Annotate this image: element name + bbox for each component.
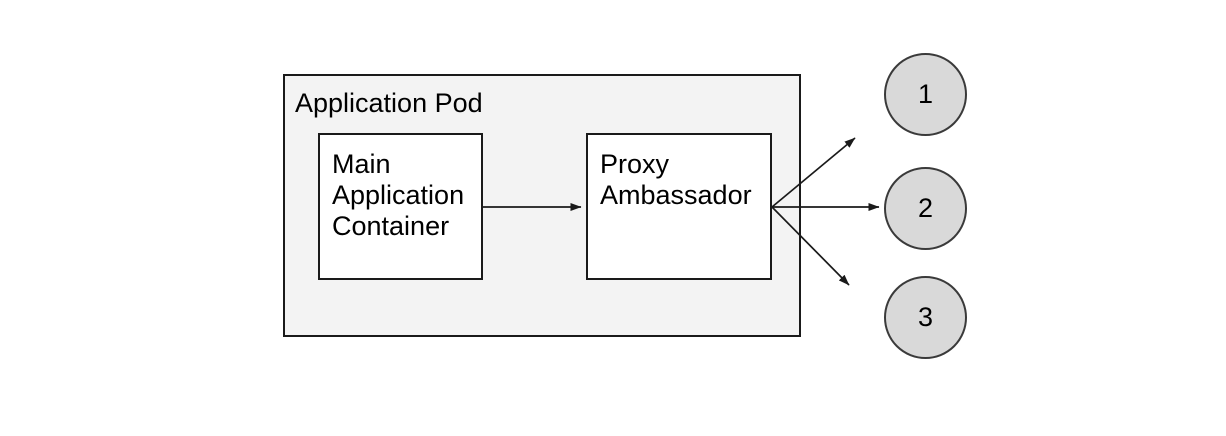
main-application-container-node: Main Application Container <box>318 133 483 280</box>
application-pod-label: Application Pod <box>295 88 483 118</box>
endpoint-3-label: 3 <box>917 302 934 332</box>
endpoint-circle-2: 2 <box>884 167 967 250</box>
endpoint-2-label: 2 <box>917 193 934 223</box>
endpoint-1-label: 1 <box>917 79 934 109</box>
proxy-ambassador-node: Proxy Ambassador <box>586 133 772 280</box>
endpoint-circle-1: 1 <box>884 53 967 136</box>
main-application-container-label: Main Application Container <box>332 149 465 241</box>
proxy-ambassador-label: Proxy Ambassador <box>600 149 752 210</box>
endpoint-circle-3: 3 <box>884 276 967 359</box>
